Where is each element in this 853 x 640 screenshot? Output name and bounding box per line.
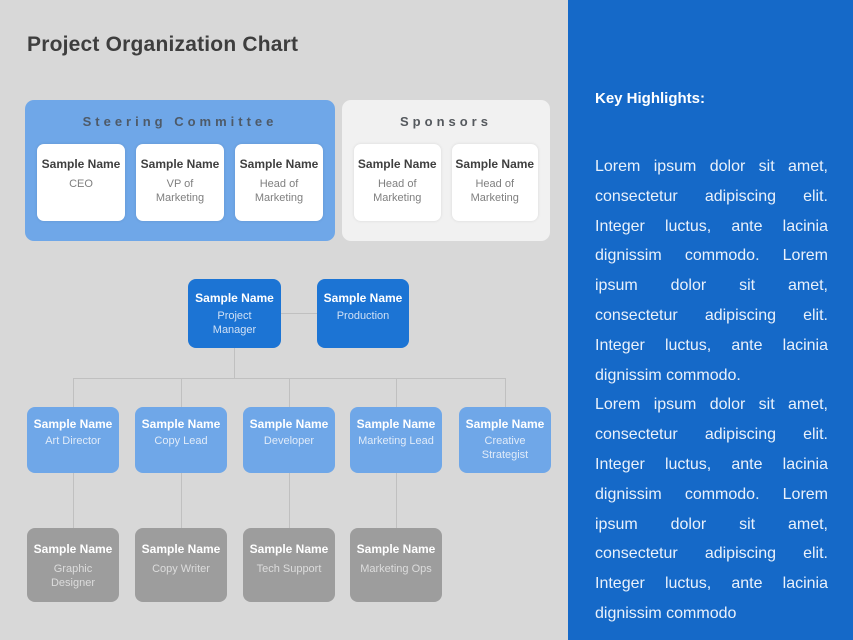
- sponsor-card-2[interactable]: Sample Name Head of Marketing: [451, 144, 538, 221]
- node-role: Art Director: [45, 435, 101, 447]
- node-role: Copy Writer: [152, 563, 210, 575]
- connector-line: [234, 348, 235, 378]
- member-card-vp-marketing[interactable]: Sample Name VP of Marketing: [136, 144, 224, 221]
- sponsors-cards: Sample Name Head of Marketing Sample Nam…: [354, 144, 538, 221]
- member-role: Head of Marketing: [373, 178, 422, 204]
- member-name: Sample Name: [455, 157, 535, 171]
- node-name: Sample Name: [249, 542, 329, 556]
- member-role: Head of Marketing: [254, 178, 304, 204]
- connector-line: [281, 313, 317, 314]
- node-role: Marketing Ops: [360, 563, 432, 575]
- org-node-marketing-lead[interactable]: Sample Name Marketing Lead: [350, 407, 442, 473]
- node-name: Sample Name: [356, 417, 436, 431]
- connector-line: [289, 473, 290, 528]
- highlights-paragraph: Lorem ipsum dolor sit amet, consectetur …: [595, 158, 828, 384]
- connector-line: [73, 473, 74, 528]
- org-node-graphic-designer[interactable]: Sample Name Graphic Designer: [27, 528, 119, 602]
- connector-line: [396, 378, 397, 407]
- node-role: Graphic Designer: [50, 563, 96, 589]
- org-node-production[interactable]: Sample Name Production: [317, 279, 409, 348]
- node-role: Production: [336, 310, 390, 322]
- org-node-developer[interactable]: Sample Name Developer: [243, 407, 335, 473]
- highlights-title: Key Highlights:: [595, 90, 706, 107]
- sponsors-section[interactable]: Sponsors Sample Name Head of Marketing S…: [342, 100, 550, 241]
- node-name: Sample Name: [141, 542, 221, 556]
- node-role: Marketing Lead: [358, 435, 434, 447]
- member-name: Sample Name: [239, 157, 319, 171]
- org-node-creative-strategist[interactable]: Sample Name Creative Strategist: [459, 407, 551, 473]
- member-role: Head of Marketing: [470, 178, 519, 204]
- member-name: Sample Name: [357, 157, 437, 171]
- steering-committee-title: Steering Committee: [82, 114, 278, 129]
- org-node-art-director[interactable]: Sample Name Art Director: [27, 407, 119, 473]
- node-role: Copy Lead: [154, 435, 208, 447]
- member-card-ceo[interactable]: Sample Name CEO: [37, 144, 125, 221]
- connector-line: [396, 473, 397, 528]
- connector-line: [181, 473, 182, 528]
- node-name: Sample Name: [33, 542, 113, 556]
- connector-line: [181, 378, 182, 407]
- page-title: Project Organization Chart: [27, 33, 299, 56]
- member-role: CEO: [69, 178, 93, 190]
- node-role: Creative Strategist: [481, 435, 529, 461]
- node-name: Sample Name: [195, 291, 274, 305]
- member-card-head-marketing[interactable]: Sample Name Head of Marketing: [235, 144, 323, 221]
- member-name: Sample Name: [41, 157, 121, 171]
- sponsor-card-1[interactable]: Sample Name Head of Marketing: [354, 144, 441, 221]
- org-node-copy-writer[interactable]: Sample Name Copy Writer: [135, 528, 227, 602]
- highlights-text: Lorem ipsum dolor sit amet, consectetur …: [595, 152, 828, 629]
- node-name: Sample Name: [465, 417, 545, 431]
- member-name: Sample Name: [140, 157, 220, 171]
- sponsors-title: Sponsors: [400, 114, 492, 129]
- node-name: Sample Name: [249, 417, 329, 431]
- highlights-paragraph: Lorem ipsum dolor sit amet, consectetur …: [595, 396, 828, 622]
- node-role: Project Manager: [212, 310, 257, 336]
- connector-line: [73, 378, 74, 407]
- connector-line: [505, 378, 506, 407]
- org-node-marketing-ops[interactable]: Sample Name Marketing Ops: [350, 528, 442, 602]
- node-role: Tech Support: [256, 563, 322, 575]
- steering-committee-section[interactable]: Steering Committee Sample Name CEO Sampl…: [25, 100, 335, 241]
- node-name: Sample Name: [323, 291, 403, 305]
- org-node-tech-support[interactable]: Sample Name Tech Support: [243, 528, 335, 602]
- steering-committee-cards: Sample Name CEO Sample Name VP of Market…: [37, 144, 323, 221]
- member-role: VP of Marketing: [155, 178, 205, 204]
- node-name: Sample Name: [356, 542, 436, 556]
- org-node-copy-lead[interactable]: Sample Name Copy Lead: [135, 407, 227, 473]
- node-name: Sample Name: [141, 417, 221, 431]
- node-role: Developer: [263, 435, 315, 447]
- node-name: Sample Name: [33, 417, 113, 431]
- highlights-panel: Key Highlights: Lorem ipsum dolor sit am…: [568, 0, 853, 640]
- connector-line: [289, 378, 290, 407]
- org-node-project-manager[interactable]: Sample Name Project Manager: [188, 279, 281, 348]
